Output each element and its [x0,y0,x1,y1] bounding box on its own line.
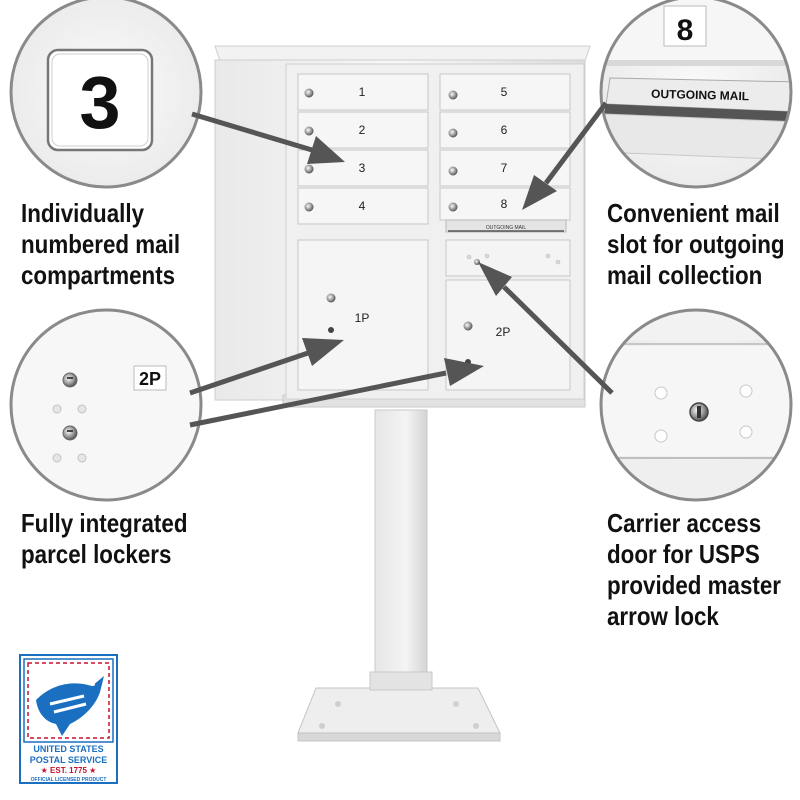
compartment-number: 7 [501,161,508,175]
compartment-doors-right: 5 6 7 8 OUTGOING MAIL [439,73,571,233]
caption-line: Carrier access [607,508,762,538]
compartment-number: 3 [359,161,366,175]
compartment-number: 5 [501,85,508,99]
usps-line-3: ★ EST. 1775 ★ [41,766,97,775]
caption-line: provided master [607,570,781,600]
usps-licensed-logo: UNITED STATES POSTAL SERVICE ★ EST. 1775… [19,654,118,784]
callout-outgoing-slot-zoom: 8 OUTGOING MAIL [599,0,793,189]
outgoing-mail-label-zoom: OUTGOING MAIL [651,87,749,104]
pedestal-base [297,687,501,734]
parcel-locker-label-zoom: 2P [139,369,161,389]
compartment-number: 6 [501,123,508,137]
outgoing-slot-label: OUTGOING MAIL [486,225,527,231]
caption-line: Individually [21,198,145,228]
cluster-mailbox: 1 2 3 4 5 6 7 8 OUTGOING MAIL [214,45,591,742]
caption-line: slot for outgoing [607,229,785,259]
outgoing-mail-slot [445,219,567,233]
callout-number-zoom: 3 [9,0,203,189]
usps-line-1: UNITED STATES [33,744,103,754]
compartment-number: 2 [359,123,366,137]
caption-numbered-compartments: Individually numbered mail compartments [21,198,180,291]
usps-line-2: POSTAL SERVICE [30,755,108,765]
caption-carrier-access: Carrier access door for USPS provided ma… [607,508,781,632]
caption-line: Convenient mail [607,198,780,228]
compartment-number-zoom: 8 [677,14,694,47]
caption-line: arrow lock [607,601,719,631]
caption-line: door for USPS [607,539,760,569]
compartment-number: 1 [359,85,366,99]
caption-line: Fully integrated [21,508,188,538]
callout-parcel-zoom: 2P [9,308,203,502]
parcel-locker-label: 1P [355,311,370,325]
pointer-arrows [189,101,614,428]
caption-line: mail collection [607,260,763,290]
usps-line-4: OFFICIAL LICENSED PRODUCT [31,777,107,783]
pedestal-post [374,409,428,681]
caption-outgoing-slot: Convenient mail slot for outgoing mail c… [607,198,785,291]
callout-carrier-lock-zoom [599,308,793,502]
compartment-number: 4 [359,199,366,213]
compartment-number: 8 [501,197,508,211]
caption-line: numbered mail [21,229,181,259]
caption-line: parcel lockers [21,539,172,569]
compartment-number-zoom: 3 [79,61,120,144]
caption-parcel-lockers: Fully integrated parcel lockers [21,508,187,570]
carrier-access-door [445,239,571,277]
eagle-icon [36,676,104,736]
parcel-locker-label: 2P [496,325,511,339]
caption-line: compartments [21,260,176,290]
